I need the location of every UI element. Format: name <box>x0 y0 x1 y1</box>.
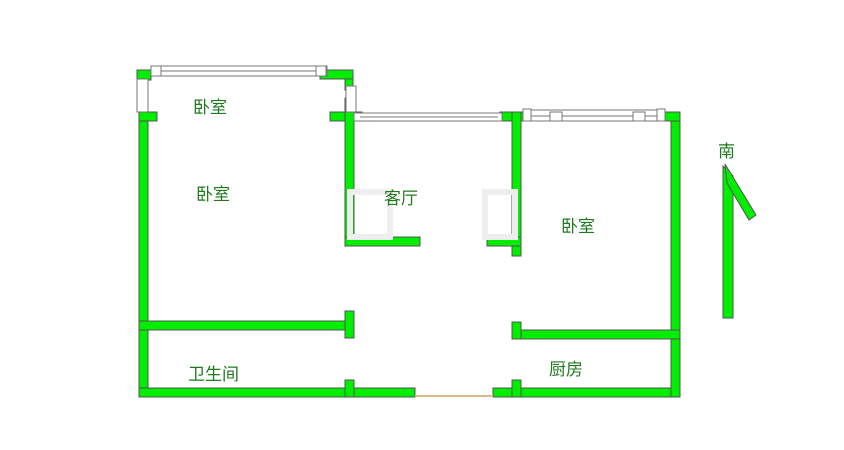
room-label-bedroom-left: 卧室 <box>196 185 230 205</box>
windows <box>136 65 666 122</box>
wall-bathroom-top <box>138 320 355 331</box>
wall-bathroom-door-jamb <box>344 310 355 339</box>
north-arrow-icon <box>722 163 757 319</box>
interior-walls <box>138 111 681 398</box>
wall-top-stub-left <box>138 111 158 122</box>
room-label-kitchen: 厨房 <box>549 360 583 380</box>
wall-living-right <box>511 111 522 257</box>
window-bedroom-right-bay <box>345 85 357 113</box>
wall-bottom-left <box>138 387 416 398</box>
wall-left <box>138 111 149 398</box>
wall-right <box>670 111 681 398</box>
wall-bathroom-stub <box>344 379 355 398</box>
wall-kitchen-stub <box>511 379 522 398</box>
room-label-bathroom: 卫生间 <box>188 365 239 385</box>
watermark-logo <box>347 189 518 240</box>
window-bedroom-left-bay <box>136 78 149 113</box>
room-label-bedroom-top: 卧室 <box>193 98 227 118</box>
room-label-living-room: 客厅 <box>384 189 418 209</box>
wall-kitchen-top <box>511 329 681 340</box>
compass-label: 南 <box>718 142 735 162</box>
wall-kitchen-door-jamb <box>511 321 522 340</box>
room-label-bedroom-right: 卧室 <box>561 217 595 237</box>
